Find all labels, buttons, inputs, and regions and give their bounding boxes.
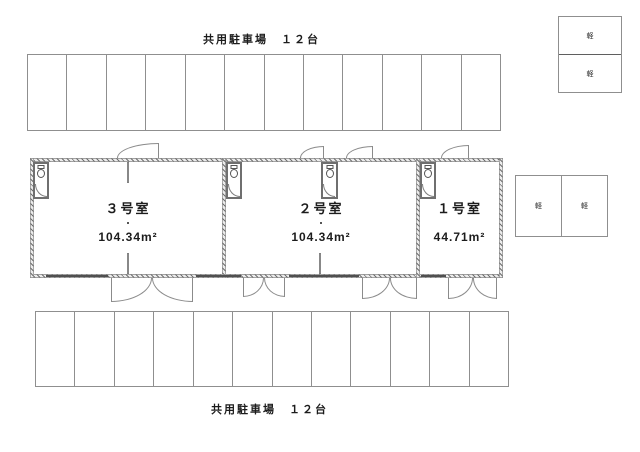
toilet-compartment <box>321 162 338 199</box>
wall-left <box>30 158 34 278</box>
toilet-compartment <box>420 162 436 199</box>
double-door-swing-icon <box>243 278 285 297</box>
parking-label-bottom: 共用駐車場 １２台 <box>211 404 328 416</box>
wall-divider-unit2-unit1 <box>416 158 420 278</box>
unit-area: 104.34m² <box>291 230 351 244</box>
window-segment <box>421 275 446 277</box>
double-door-swing-icon <box>111 278 193 302</box>
toilet-icon <box>37 165 45 169</box>
kei-stall-label: 軽 <box>581 203 588 210</box>
parking-stall <box>113 312 153 386</box>
unit-area: 44.71m² <box>433 230 486 244</box>
kei-stall: 軽 <box>559 17 621 54</box>
parking-stall <box>74 312 113 386</box>
parking-stall <box>350 312 389 386</box>
toilet-icon <box>424 165 432 169</box>
unit-2: ２号室 104.34m² <box>226 162 416 244</box>
parking-stall <box>342 55 381 130</box>
unit-name: ２号室 <box>298 201 344 216</box>
window-segment <box>46 275 108 277</box>
parking-label-top: 共用駐車場 １２台 <box>203 34 320 46</box>
door-swing-icon <box>117 143 159 158</box>
parking-stall <box>302 55 342 130</box>
parking-stall <box>224 55 263 130</box>
kei-stall-label: 軽 <box>535 203 542 210</box>
unit-3: ３号室 104.34m² <box>34 162 222 244</box>
window-segment <box>289 275 359 277</box>
door-swing-icon <box>300 146 324 158</box>
parking-stall <box>153 312 192 386</box>
parking-stall <box>429 312 468 386</box>
toilet-icon <box>230 169 238 178</box>
wall-top <box>30 158 503 162</box>
door-swing-icon <box>346 146 373 158</box>
wall-divider-unit3-unit2 <box>222 158 226 278</box>
parking-stall <box>66 55 105 130</box>
parking-stall <box>232 312 271 386</box>
parking-stall <box>310 312 350 386</box>
center-mark <box>127 222 129 224</box>
kei-stall-label: 軽 <box>586 70 594 78</box>
kei-stall-label: 軽 <box>586 32 594 40</box>
parking-stall <box>468 312 508 386</box>
parking-stall <box>389 312 429 386</box>
wall-right <box>499 158 503 278</box>
parking-stall <box>145 55 184 130</box>
kei-parking-top-right: 軽 軽 <box>558 16 622 93</box>
double-door-swing-icon <box>362 278 417 299</box>
wall-bottom <box>30 274 503 278</box>
unit-name: ３号室 <box>105 201 151 216</box>
center-mark <box>320 222 322 224</box>
toilet-icon <box>325 169 334 178</box>
partition-stub <box>127 253 129 274</box>
toilet-icon <box>326 165 333 169</box>
parking-stall <box>36 312 74 386</box>
partition-stub <box>319 253 321 274</box>
toilet-icon <box>424 169 432 178</box>
door-swing-icon <box>441 145 469 158</box>
parking-row-bottom <box>35 311 509 387</box>
parking-stall <box>460 55 500 130</box>
partition-stub <box>127 162 129 183</box>
double-door-swing-icon <box>448 278 497 299</box>
parking-stall <box>184 55 224 130</box>
toilet-icon <box>230 165 238 169</box>
kei-stall: 軽 <box>559 54 621 92</box>
unit-area: 104.34m² <box>98 230 158 244</box>
toilet-compartment <box>33 162 49 199</box>
unit-name: １号室 <box>436 201 482 216</box>
parking-stall <box>381 55 421 130</box>
kei-stall: 軽 <box>561 176 607 236</box>
unit-1: １号室 44.71m² <box>420 162 499 244</box>
window-segment <box>196 275 241 277</box>
parking-row-top <box>27 54 501 131</box>
parking-stall <box>271 312 311 386</box>
kei-stall: 軽 <box>516 176 561 236</box>
parking-stall <box>192 312 232 386</box>
parking-stall <box>421 55 460 130</box>
kei-parking-right: 軽 軽 <box>515 175 608 237</box>
parking-stall <box>28 55 66 130</box>
toilet-icon <box>37 169 45 178</box>
parking-stall <box>263 55 303 130</box>
parking-stall <box>105 55 145 130</box>
toilet-compartment <box>226 162 242 199</box>
